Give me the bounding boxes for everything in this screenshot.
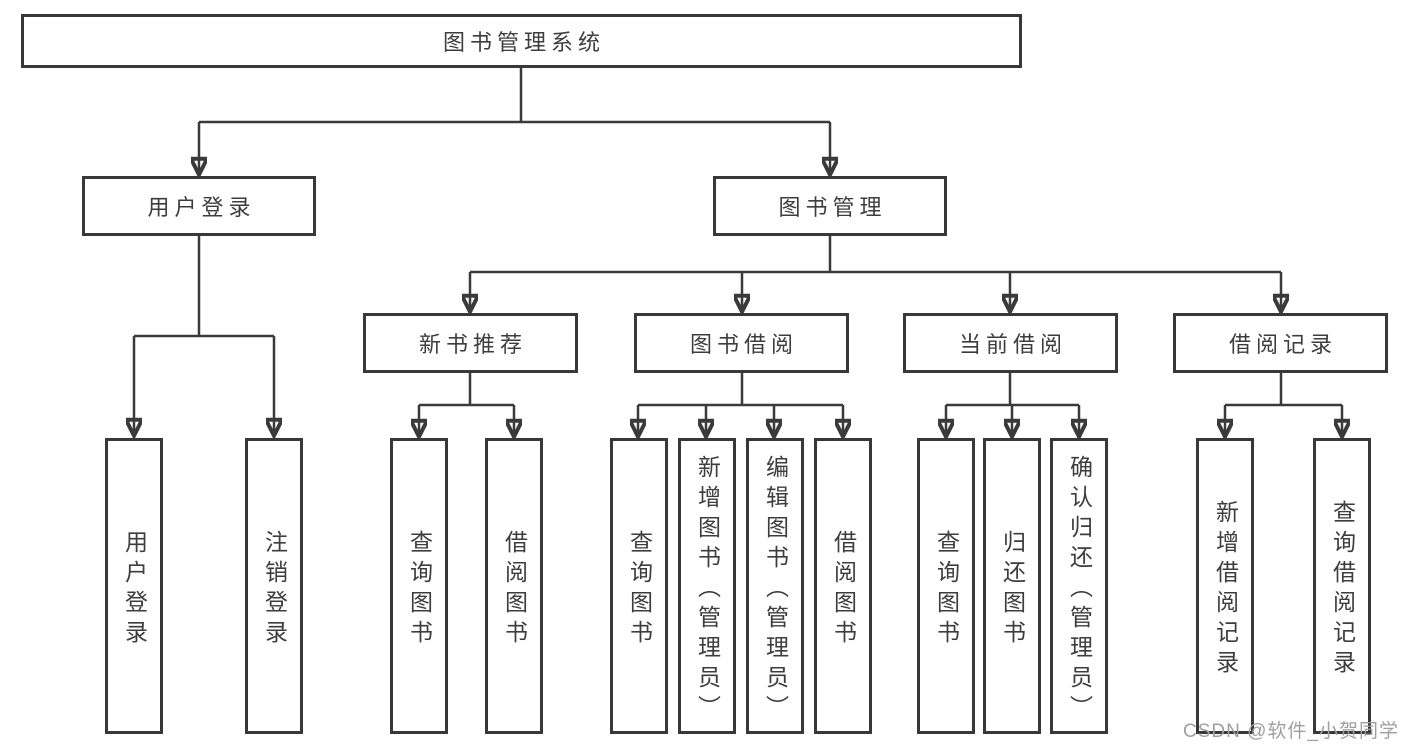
leaf-edit-books-admin-label: 编辑图书（管理员） <box>762 454 789 725</box>
node-borrowing-records: 借阅记录 <box>1173 313 1388 373</box>
leaf-borrow-borrow-books: 借阅图书 <box>814 438 872 734</box>
leaf-current-query-books: 查询图书 <box>917 438 975 734</box>
leaf-current-query-books-label: 查询图书 <box>933 529 960 650</box>
node-current-borrowing: 当前借阅 <box>903 313 1118 373</box>
node-user-login-label: 用户登录 <box>147 195 256 220</box>
node-book-borrowing: 图书借阅 <box>634 313 849 373</box>
leaf-borrow-query-books-label: 查询图书 <box>626 529 653 650</box>
node-book-management-label: 图书管理 <box>778 195 887 220</box>
leaf-rec-borrow-books-label: 借阅图书 <box>501 529 528 650</box>
node-borrowing-records-label: 借阅记录 <box>1228 332 1337 357</box>
node-book-borrowing-label: 图书借阅 <box>689 332 798 357</box>
leaf-confirm-return-admin-label: 确认归还（管理员） <box>1066 454 1093 725</box>
node-user-login: 用户登录 <box>82 176 316 236</box>
leaf-borrow-query-books: 查询图书 <box>610 438 668 734</box>
leaf-user-login-label: 用户登录 <box>121 529 148 650</box>
node-book-management: 图书管理 <box>713 176 947 236</box>
watermark: CSDN @软件_小贺同学 <box>1183 721 1399 742</box>
leaf-return-books: 归还图书 <box>983 438 1041 734</box>
node-root-label: 图书管理系统 <box>442 30 605 55</box>
leaf-logout: 注销登录 <box>245 438 303 734</box>
leaf-logout-label: 注销登录 <box>261 529 288 650</box>
connector-lines <box>134 68 1342 407</box>
node-root: 图书管理系统 <box>21 14 1022 68</box>
node-new-book-recommend-label: 新书推荐 <box>418 332 527 357</box>
leaf-query-borrow-record: 查询借阅记录 <box>1313 438 1371 734</box>
leaf-add-books-admin-label: 新增图书（管理员） <box>694 454 721 725</box>
leaf-return-books-label: 归还图书 <box>999 529 1026 650</box>
node-new-book-recommend: 新书推荐 <box>363 313 578 373</box>
leaf-add-borrow-record-label: 新增借阅记录 <box>1212 499 1239 680</box>
leaf-rec-query-books-label: 查询图书 <box>406 529 433 650</box>
leaf-edit-books-admin: 编辑图书（管理员） <box>746 438 804 734</box>
node-current-borrowing-label: 当前借阅 <box>958 332 1067 357</box>
leaf-add-borrow-record: 新增借阅记录 <box>1196 438 1254 734</box>
leaf-confirm-return-admin: 确认归还（管理员） <box>1050 438 1108 734</box>
leaf-query-borrow-record-label: 查询借阅记录 <box>1329 499 1356 680</box>
leaf-add-books-admin: 新增图书（管理员） <box>678 438 736 734</box>
leaf-rec-query-books: 查询图书 <box>390 438 448 734</box>
leaf-borrow-borrow-books-label: 借阅图书 <box>830 529 857 650</box>
leaf-user-login: 用户登录 <box>105 438 163 734</box>
leaf-rec-borrow-books: 借阅图书 <box>485 438 543 734</box>
